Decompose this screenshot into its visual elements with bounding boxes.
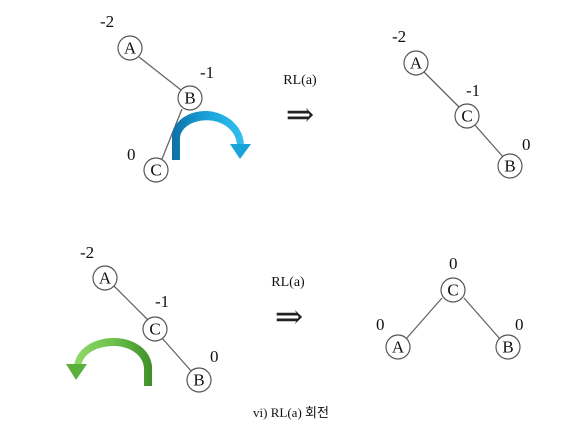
edge-c-b [463, 297, 501, 340]
edge-c-b [161, 337, 193, 373]
balance-factor: -1 [155, 292, 169, 311]
edge-a-c [423, 71, 461, 109]
balance-factor: 0 [449, 254, 458, 273]
edge-c-a [405, 297, 443, 340]
node-label: B [504, 157, 515, 176]
tree-node: C [142, 316, 168, 342]
tree-node: A [385, 334, 411, 360]
node-label: B [184, 89, 195, 108]
implies-arrow-icon: ⇒ [275, 297, 304, 337]
tree-node: C [440, 277, 466, 303]
implies-arrow-icon: ⇒ [286, 95, 315, 135]
figure-caption: vi) RL(a) 회전 [253, 405, 329, 420]
balance-factor: -2 [100, 12, 114, 31]
rotation-arrow-icon [66, 338, 152, 386]
node-label: A [410, 54, 423, 73]
balance-factor: 0 [127, 145, 136, 164]
panel-1-after-tree: A -2 C -1 B 0 [392, 27, 531, 179]
balance-factor: -1 [200, 63, 214, 82]
tree-node: C [143, 157, 169, 183]
tree-node: A [117, 35, 143, 61]
edge-c-b [473, 123, 505, 159]
balance-factor: 0 [522, 135, 531, 154]
panel-2-after-tree: C 0 A 0 B 0 [376, 254, 524, 360]
tree-node: B [177, 85, 203, 111]
edge-b-c [161, 108, 183, 160]
tree-node: B [495, 334, 521, 360]
node-label: C [447, 281, 458, 300]
tree-node: A [92, 265, 118, 291]
tree-node: C [454, 103, 480, 129]
tree-node: B [497, 153, 523, 179]
node-label: C [461, 107, 472, 126]
balance-factor: 0 [210, 347, 219, 366]
operation-label: RL(a) [271, 275, 305, 290]
rotation-arrow-icon [172, 111, 251, 160]
balance-factor: 0 [515, 315, 524, 334]
edge-a-c [113, 285, 149, 321]
node-label: A [392, 338, 405, 357]
node-label: C [149, 320, 160, 339]
node-label: C [150, 161, 161, 180]
node-label: A [124, 39, 137, 58]
panel-1-before-tree: A -2 B -1 C 0 [100, 12, 251, 183]
balance-factor: -2 [80, 243, 94, 262]
balance-factor: -2 [392, 27, 406, 46]
node-label: B [193, 371, 204, 390]
balance-factor: 0 [376, 315, 385, 334]
tree-node: B [186, 367, 212, 393]
panel-2-before-tree: A -2 C -1 B 0 [66, 243, 219, 393]
tree-node: A [403, 50, 429, 76]
node-label: B [502, 338, 513, 357]
balance-factor: -1 [466, 81, 480, 100]
operation-label: RL(a) [283, 73, 317, 88]
node-label: A [99, 269, 112, 288]
edge-a-b [138, 56, 182, 91]
